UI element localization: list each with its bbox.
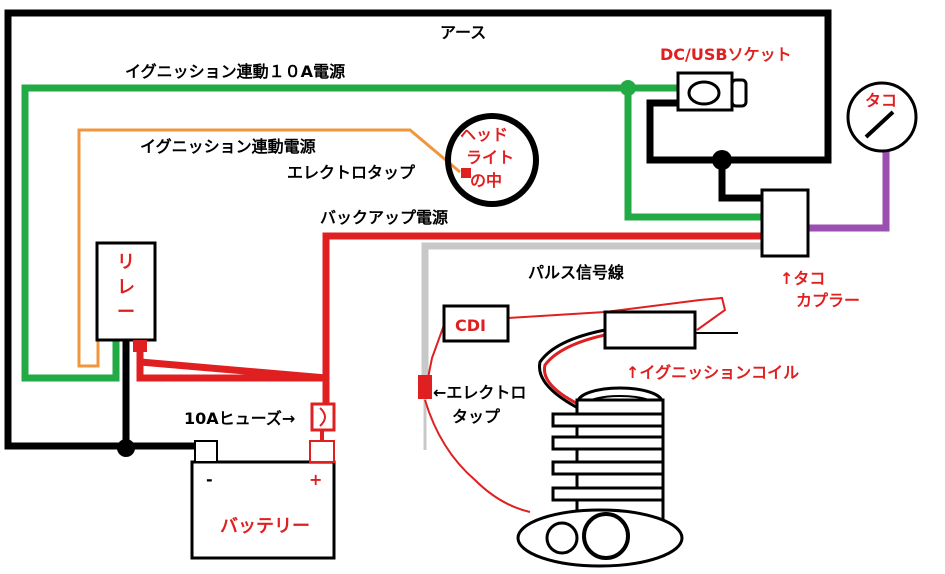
tacho-coupler-label-1: ↑タコ [780, 269, 825, 288]
cdi-label: CDI [455, 316, 486, 335]
engine [516, 386, 684, 568]
cdi-coil-wire [507, 296, 727, 331]
coil-lead-black [537, 328, 606, 410]
ign-wire [77, 128, 461, 368]
relay-label-1: リ [117, 252, 135, 273]
dcusb-socket-hole [687, 80, 721, 106]
cdi-pulse-wire [427, 324, 445, 379]
ground-wire [4, 9, 832, 450]
headlight-electro-tap [461, 168, 471, 178]
fuse-label: 10Aヒューズ→ [184, 409, 295, 428]
headlight-label-2: ライト [466, 148, 514, 167]
electro-tap-left-label-2: タップ [452, 407, 501, 426]
pulse-label: パルス信号線 [528, 263, 624, 282]
ign10a-wire [21, 84, 762, 382]
pulse-to-engine-wire [424, 399, 531, 513]
tacho-label: タコ [865, 91, 897, 110]
ign-label: イグニッション連動電源 [140, 137, 316, 156]
battery-body [190, 460, 336, 560]
cdi-box [442, 304, 510, 343]
relay-label-3: ー [117, 302, 135, 323]
relay-label-2: レ [117, 277, 135, 298]
battery-plus-wire [136, 358, 330, 404]
battery-minus-label: - [206, 470, 213, 489]
socket-ground-wire [646, 99, 722, 164]
tacho-wire [808, 148, 890, 232]
dcusb-label: DC/USBソケット [660, 45, 792, 64]
tacho-meter [846, 81, 918, 153]
headlight-circle [445, 113, 539, 207]
tacho-coupler [760, 188, 810, 258]
tacho-coupler-label-2: カプラー [796, 291, 860, 310]
battery-label: バッテリー [220, 516, 310, 537]
tacho-needle [864, 110, 895, 139]
pulse-electro-tap [418, 375, 432, 399]
ign10a-junction [620, 80, 636, 96]
battery-minus-terminal [194, 440, 218, 463]
ground-junction [117, 439, 135, 457]
ign10a-label: イグニッション連動１０A電源 [125, 62, 345, 81]
ground-label: アース [440, 23, 486, 42]
coil-lead-red [542, 333, 606, 407]
fuse-element [319, 407, 326, 427]
headlight-label-1: ヘッド [460, 125, 508, 144]
headlight-label-3: の中 [470, 171, 502, 190]
backup-label: バックアップ電源 [320, 208, 448, 227]
pulse-wire [421, 242, 762, 378]
battery-plus-terminal [309, 440, 335, 463]
ignition-coil-label: ↑イグニッションコイル [626, 363, 799, 382]
dcusb-socket-cap [730, 78, 748, 108]
relay-terminal-red [133, 340, 147, 352]
electro-tap-left-label-1: ←エレクトロ [433, 383, 526, 402]
ignition-coil [603, 310, 697, 350]
electro-tap-headlight-label: エレクトロタップ [287, 163, 416, 182]
relay-box [95, 241, 157, 342]
fuse-box [310, 402, 336, 432]
battery-plus-label: + [309, 470, 322, 489]
